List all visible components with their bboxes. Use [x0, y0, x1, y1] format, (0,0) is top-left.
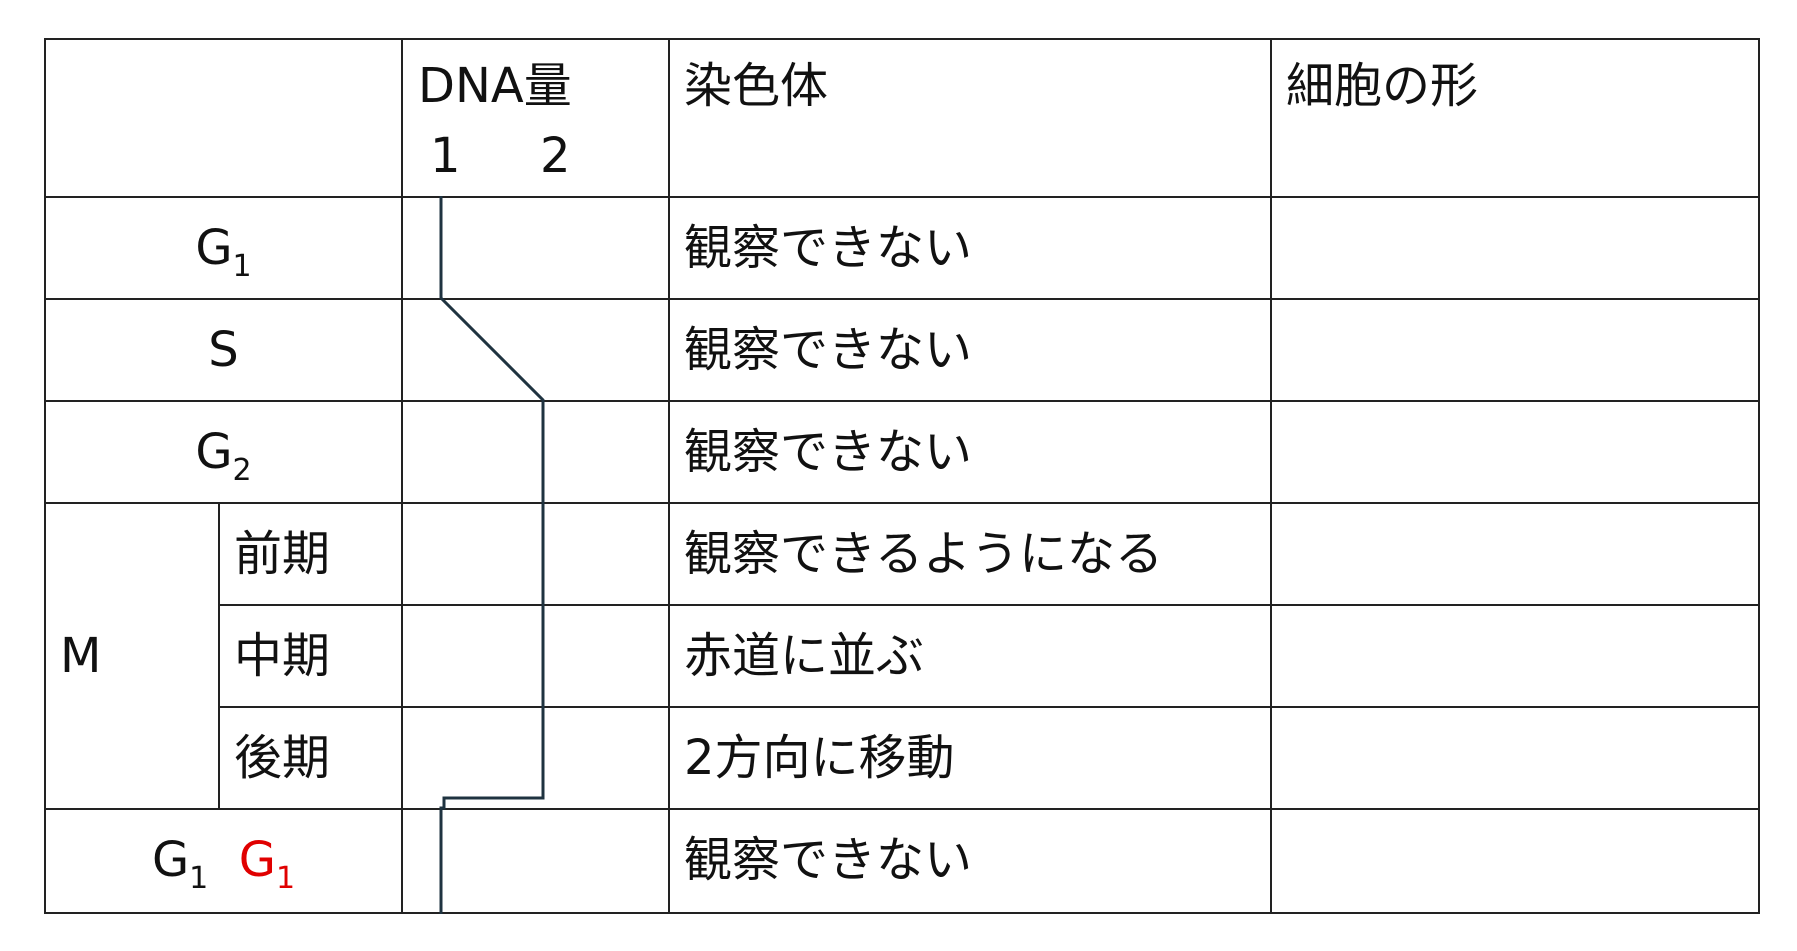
dna-amount-line — [439, 196, 545, 914]
border-top — [44, 38, 1760, 40]
row-divider-1 — [44, 196, 1760, 198]
phase-subscript: 1 — [189, 861, 209, 896]
cell-cycle-table: DNA量 1 2 染色体 細胞の形 G1 S G2 M 前期 中期 後期 G1 … — [44, 38, 1760, 914]
phase-letter: G — [195, 424, 233, 480]
row-divider-5 — [218, 604, 1760, 606]
row-divider-3 — [44, 400, 1760, 402]
chromosome-g1-next: 観察できない — [684, 832, 973, 888]
border-left — [44, 38, 46, 914]
col-divider-dna — [401, 38, 403, 914]
row-divider-6 — [218, 706, 1760, 708]
phase-metaphase: 中期 — [234, 628, 331, 684]
border-bottom — [44, 912, 1760, 914]
phase-subscript: 1 — [232, 249, 252, 284]
chromosome-prophase: 観察できるようになる — [684, 526, 1164, 582]
dna-amount-polyline — [439, 196, 545, 914]
chromosome-g2: 観察できない — [684, 424, 973, 480]
phase-m: M — [60, 628, 102, 684]
col-divider-shape — [1270, 38, 1272, 914]
col-divider-m — [218, 502, 220, 808]
border-right — [1758, 38, 1760, 914]
row-divider-2 — [44, 298, 1760, 300]
header-chromosome: 染色体 — [684, 58, 829, 114]
phase-letter-highlight: G — [238, 832, 276, 888]
chromosome-s: 観察できない — [684, 322, 973, 378]
phase-anaphase: 後期 — [234, 730, 331, 786]
header-cell-shape: 細胞の形 — [1286, 58, 1479, 114]
phase-letter: S — [208, 322, 239, 378]
phase-g1: G1 — [46, 224, 401, 282]
chromosome-metaphase: 赤道に並ぶ — [684, 628, 925, 684]
col-divider-chromosome — [668, 38, 670, 914]
header-dna-scale-2: 2 — [540, 128, 571, 184]
phase-g2: G2 — [46, 428, 401, 486]
phase-subscript-highlight: 1 — [275, 861, 296, 896]
phase-g1-next: G1 G1 — [46, 836, 401, 894]
row-divider-4 — [44, 502, 1760, 504]
phase-letter: G — [151, 832, 190, 888]
phase-s: S — [46, 326, 401, 374]
row-divider-7 — [44, 808, 1760, 810]
phase-prophase: 前期 — [234, 526, 331, 582]
chromosome-g1: 観察できない — [684, 220, 973, 276]
header-dna-title: DNA量 — [418, 58, 572, 114]
phase-subscript: 2 — [232, 453, 252, 488]
phase-letter: G — [195, 220, 233, 276]
header-dna-scale-1: 1 — [430, 128, 461, 184]
chromosome-anaphase: 2方向に移動 — [684, 730, 955, 786]
